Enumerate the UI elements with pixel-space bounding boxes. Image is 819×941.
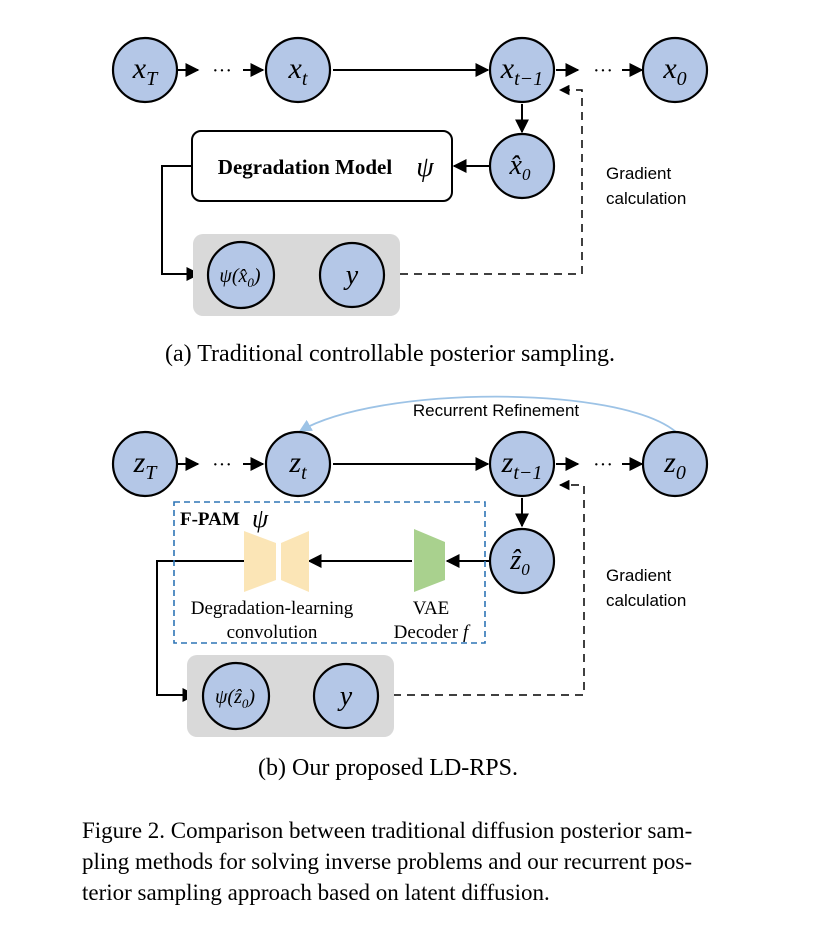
edge-conv-psi xyxy=(156,560,244,702)
node-y-a-label: y xyxy=(343,260,359,291)
svg-text:xt: xt xyxy=(288,52,308,90)
node-x0-base: x xyxy=(662,52,677,85)
vae-label-line2-symbol: f xyxy=(463,622,471,643)
ellipsis-b-left: ··· xyxy=(212,454,232,476)
gradient-label-a-line1: Gradient xyxy=(606,164,671,183)
node-psi-a-prefix: ψ( xyxy=(219,265,239,287)
node-z0-base: z xyxy=(663,446,676,479)
svg-text:ψ(x̂0): ψ(x̂0) xyxy=(219,265,260,290)
degradation-model-label: Degradation Model xyxy=(218,155,393,179)
conv-shape-right xyxy=(281,531,309,592)
fpam-symbol: ψ xyxy=(252,504,269,533)
fpam-label: F-PAM xyxy=(180,509,240,530)
node-y-b-label: y xyxy=(337,681,353,712)
node-x0: x0 xyxy=(641,36,709,104)
svg-text:ẑ0: ẑ0 xyxy=(509,545,530,579)
node-psi-b-suffix: ) xyxy=(247,686,255,708)
node-xt-1: xt−1 xyxy=(488,36,556,104)
conv-shape-left xyxy=(244,531,276,592)
node-y-a: y xyxy=(318,241,386,309)
panel-b: Recurrent Refinement ··· ··· F-PAM ψ Deg… xyxy=(111,395,709,781)
ellipsis-b-right: ··· xyxy=(593,454,613,476)
node-psi-b-sub: 0 xyxy=(242,696,249,711)
node-xt-sub: t xyxy=(302,68,308,90)
vae-label-line1: VAE xyxy=(413,598,450,619)
node-zt-sub: t xyxy=(301,462,307,484)
node-xt-base: x xyxy=(288,52,303,85)
gradient-label-a-line2: calculation xyxy=(606,189,686,208)
degradation-model-symbol: ψ xyxy=(416,152,434,183)
svg-text:zT: zT xyxy=(133,446,159,484)
node-psi-x0hat: ψ(x̂0) xyxy=(206,240,276,310)
svg-text:x̂0: x̂0 xyxy=(509,150,531,184)
svg-text:zt: zt xyxy=(288,446,307,484)
gradient-arrow-b xyxy=(393,479,585,696)
figure-caption-line2: pling methods for solving inverse proble… xyxy=(82,849,692,874)
vae-decoder-shape xyxy=(414,529,445,592)
ellipsis-a-left: ··· xyxy=(212,60,232,82)
degradation-model-box: Degradation Model ψ xyxy=(191,130,453,202)
node-zt-1-base: z xyxy=(501,446,514,479)
node-zT: zT xyxy=(111,430,179,498)
gradient-arrow-a xyxy=(400,84,583,275)
svg-text:zt−1: zt−1 xyxy=(501,446,543,484)
panel-a: ··· ··· xT xt xt−1 x0 x̂0 xyxy=(111,36,709,367)
svg-text:xT: xT xyxy=(132,52,159,90)
node-zt-1-sub: t−1 xyxy=(513,462,542,484)
node-x0-sub: 0 xyxy=(677,68,687,90)
node-z0-sub: 0 xyxy=(676,462,686,484)
conv-label-line1: Degradation-learning xyxy=(191,598,354,619)
node-z0-hat: ẑ0 xyxy=(488,527,556,595)
node-x0-hat-base: x̂ xyxy=(509,150,523,181)
node-xt: xt xyxy=(264,36,332,104)
node-xt-1-base: x xyxy=(500,52,515,85)
figure-caption-line1: Figure 2. Comparison between traditional… xyxy=(82,818,692,843)
node-zt-1: zt−1 xyxy=(488,430,556,498)
edge-model-psi xyxy=(161,165,201,281)
node-zt: zt xyxy=(264,430,332,498)
node-xt-1-sub: t−1 xyxy=(514,68,543,90)
figure-caption: Figure 2. Comparison between traditional… xyxy=(82,818,692,905)
vae-label-line2-text: Decoder xyxy=(394,622,459,643)
recurrent-refinement-arrow xyxy=(298,395,677,433)
node-psi-a-base: x̂ xyxy=(238,265,248,287)
gradient-label-b-line2: calculation xyxy=(606,591,686,610)
node-x0-hat: x̂0 xyxy=(488,132,556,200)
node-psi-a-suffix: ) xyxy=(253,265,261,287)
svg-text:ψ(ẑ0): ψ(ẑ0) xyxy=(215,686,255,711)
svg-text:z0: z0 xyxy=(663,446,686,484)
node-psi-a-sub: 0 xyxy=(247,275,254,290)
node-psi-b-prefix: ψ( xyxy=(215,686,235,708)
conv-label-line2: convolution xyxy=(227,622,318,643)
node-xT: xT xyxy=(111,36,179,104)
node-z0: z0 xyxy=(641,430,709,498)
caption-b: (b) Our proposed LD-RPS. xyxy=(258,755,518,781)
caption-a: (a) Traditional controllable posterior s… xyxy=(165,341,615,367)
gradient-label-b-line1: Gradient xyxy=(606,566,671,585)
figure-caption-line3: terior sampling approach based on latent… xyxy=(82,880,550,905)
node-xT-base: x xyxy=(132,52,147,85)
node-psi-b-base: ẑ xyxy=(233,686,242,708)
ellipsis-a-right: ··· xyxy=(593,60,613,82)
node-psi-z0hat: ψ(ẑ0) xyxy=(201,661,271,731)
fpam-box xyxy=(173,501,486,644)
node-xT-sub: T xyxy=(146,68,159,90)
svg-text:x0: x0 xyxy=(662,52,686,90)
node-zt-base: z xyxy=(288,446,301,479)
svg-text:xt−1: xt−1 xyxy=(500,52,543,90)
node-z0-hat-base: ẑ xyxy=(509,545,522,576)
node-y-b: y xyxy=(312,662,380,730)
node-zT-sub: T xyxy=(145,462,158,484)
recurrent-refinement-label: Recurrent Refinement xyxy=(413,401,580,420)
node-zT-base: z xyxy=(133,446,146,479)
node-z0-hat-sub: 0 xyxy=(521,560,530,579)
node-x0-hat-sub: 0 xyxy=(522,165,531,184)
